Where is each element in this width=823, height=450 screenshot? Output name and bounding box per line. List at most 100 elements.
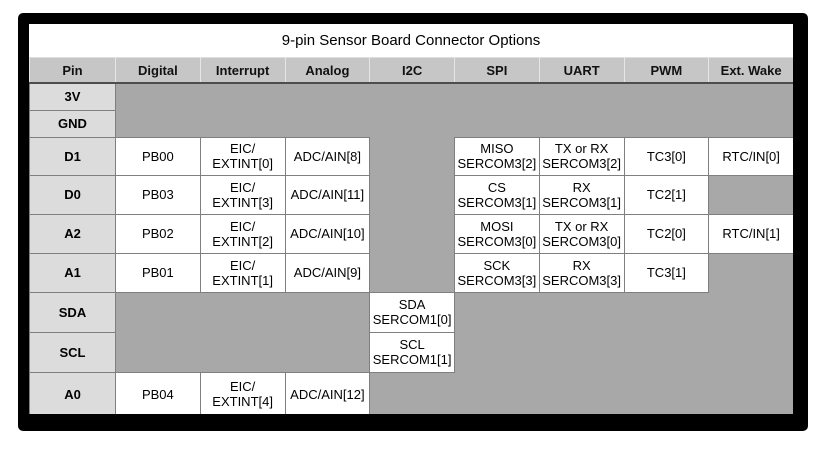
value-cell: ADC/AIN[12] (284, 371, 371, 414)
value-cell: EIC/ EXTINT[4] (199, 371, 286, 414)
empty-cell (115, 83, 201, 110)
value-cell: RTC/IN[0] (708, 136, 793, 176)
empty-cell (285, 292, 370, 332)
empty-cell (285, 332, 370, 372)
value-cell: TC2[0] (623, 213, 710, 254)
pin-cell: A2 (29, 213, 116, 254)
empty-cell (539, 332, 624, 372)
empty-cell (369, 110, 455, 137)
column-header-digital: Digital (115, 57, 201, 84)
empty-cell (539, 110, 624, 137)
empty-cell (200, 292, 285, 332)
value-cell: CS SERCOM3[1] (454, 174, 540, 215)
column-header-analog: Analog (284, 57, 371, 84)
empty-cell (624, 332, 709, 372)
empty-cell (708, 253, 793, 292)
value-cell: TC3[0] (623, 136, 710, 176)
empty-cell (539, 372, 624, 414)
column-header-pin: Pin (29, 57, 116, 84)
table-title: 9-pin Sensor Board Connector Options (29, 24, 793, 57)
table-row: 3V (29, 82, 793, 111)
black-frame: 9-pin Sensor Board Connector Options Pin… (18, 13, 808, 431)
value-cell: EIC/ EXTINT[0] (199, 136, 286, 176)
empty-cell (369, 83, 455, 110)
empty-cell (369, 175, 455, 214)
column-header-pwm: PWM (623, 57, 710, 84)
pin-cell: D1 (29, 136, 116, 176)
value-cell: SDA SERCOM1[0] (369, 291, 455, 333)
empty-cell (369, 253, 455, 292)
table-row: GND (29, 109, 793, 138)
empty-cell (285, 110, 370, 137)
value-cell: EIC/ EXTINT[1] (199, 252, 286, 293)
header-row: Pin Digital Interrupt Analog I2C SPI UAR… (29, 57, 793, 84)
empty-cell (708, 175, 793, 214)
table-row: SDA SDA SERCOM1[0] (29, 291, 793, 333)
empty-cell (708, 372, 793, 414)
empty-cell (624, 292, 709, 332)
value-cell: PB04 (115, 371, 201, 414)
empty-cell (454, 110, 540, 137)
empty-cell (115, 332, 201, 372)
empty-cell (708, 332, 793, 372)
value-cell: PB01 (115, 252, 201, 293)
empty-cell (200, 332, 285, 372)
column-header-ext-wake: Ext. Wake (708, 57, 793, 84)
value-cell: PB02 (115, 213, 201, 254)
value-cell: SCK SERCOM3[3] (454, 252, 540, 293)
empty-cell (708, 292, 793, 332)
empty-cell (624, 83, 709, 110)
empty-cell (115, 292, 201, 332)
pin-cell: SDA (29, 291, 116, 333)
value-cell: ADC/AIN[8] (284, 136, 371, 176)
value-cell: EIC/ EXTINT[2] (199, 213, 286, 254)
empty-cell (454, 332, 540, 372)
value-cell: TX or RX SERCOM3[2] (538, 136, 625, 176)
empty-cell (115, 110, 201, 137)
empty-cell (539, 292, 624, 332)
empty-cell (369, 372, 455, 414)
empty-cell (285, 83, 370, 110)
empty-cell (369, 214, 455, 253)
column-header-i2c: I2C (369, 57, 455, 84)
value-cell: PB03 (115, 174, 201, 215)
value-cell: ADC/AIN[9] (284, 252, 371, 293)
empty-cell (454, 372, 540, 414)
connector-options-table: Pin Digital Interrupt Analog I2C SPI UAR… (29, 57, 793, 414)
value-cell: MOSI SERCOM3[0] (454, 213, 540, 254)
pin-cell: GND (29, 109, 116, 138)
value-cell: MISO SERCOM3[2] (454, 136, 540, 176)
pin-cell: 3V (29, 82, 116, 111)
empty-cell (200, 110, 285, 137)
value-cell: RX SERCOM3[1] (538, 174, 625, 215)
value-cell: TC2[1] (623, 174, 710, 215)
value-cell: TX or RX SERCOM3[0] (538, 213, 625, 254)
empty-cell (708, 83, 793, 110)
column-header-spi: SPI (454, 57, 540, 84)
pin-cell: D0 (29, 174, 116, 215)
value-cell: TC3[1] (623, 252, 710, 293)
column-header-uart: UART (538, 57, 625, 84)
pin-cell: A1 (29, 252, 116, 293)
value-cell: RTC/IN[1] (708, 213, 793, 254)
connector-table-panel: 9-pin Sensor Board Connector Options Pin… (29, 24, 793, 414)
empty-cell (708, 110, 793, 137)
empty-cell (624, 372, 709, 414)
value-cell: ADC/AIN[10] (284, 213, 371, 254)
value-cell: PB00 (115, 136, 201, 176)
empty-cell (200, 83, 285, 110)
value-cell: EIC/ EXTINT[3] (199, 174, 286, 215)
empty-cell (369, 137, 455, 175)
empty-cell (539, 83, 624, 110)
empty-cell (454, 292, 540, 332)
value-cell: SCL SERCOM1[1] (369, 331, 455, 373)
empty-cell (624, 110, 709, 137)
column-header-interrupt: Interrupt (199, 57, 286, 84)
